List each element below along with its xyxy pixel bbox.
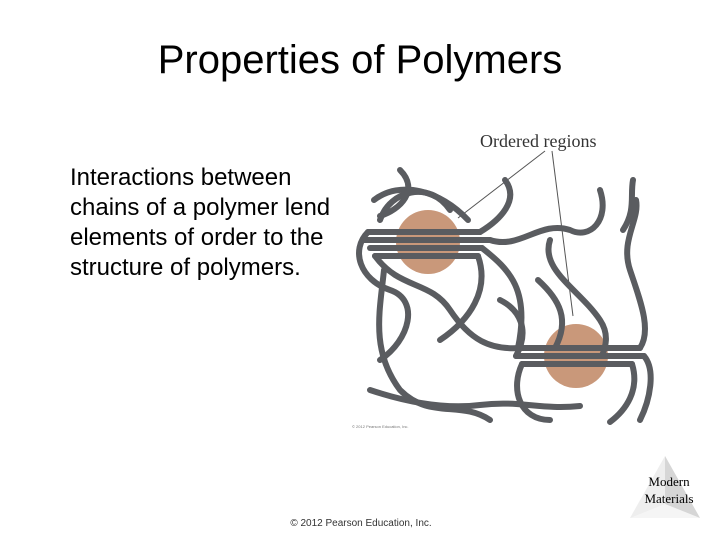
footer-text: © 2012 Pearson Education, Inc. (290, 518, 432, 529)
polymer-chains-figure (356, 150, 654, 425)
pointer-line-2 (551, 150, 574, 317)
modern-materials-emblem (630, 456, 700, 518)
nav-label[interactable]: Modern Materials (636, 473, 702, 507)
nav-label-line2: Materials (644, 491, 694, 506)
slide-title: Properties of Polymers (157, 38, 563, 82)
nav-label-line1: Modern (648, 474, 690, 489)
footer-copyright: © 2012 Pearson Education, Inc. (0, 518, 720, 529)
figure-label: Ordered regions (480, 131, 597, 151)
pointer-line-1 (457, 150, 546, 219)
figure-credit: © 2012 Pearson Education, Inc. (352, 424, 409, 429)
body-text: Interactions between chains of a polymer… (70, 164, 331, 281)
